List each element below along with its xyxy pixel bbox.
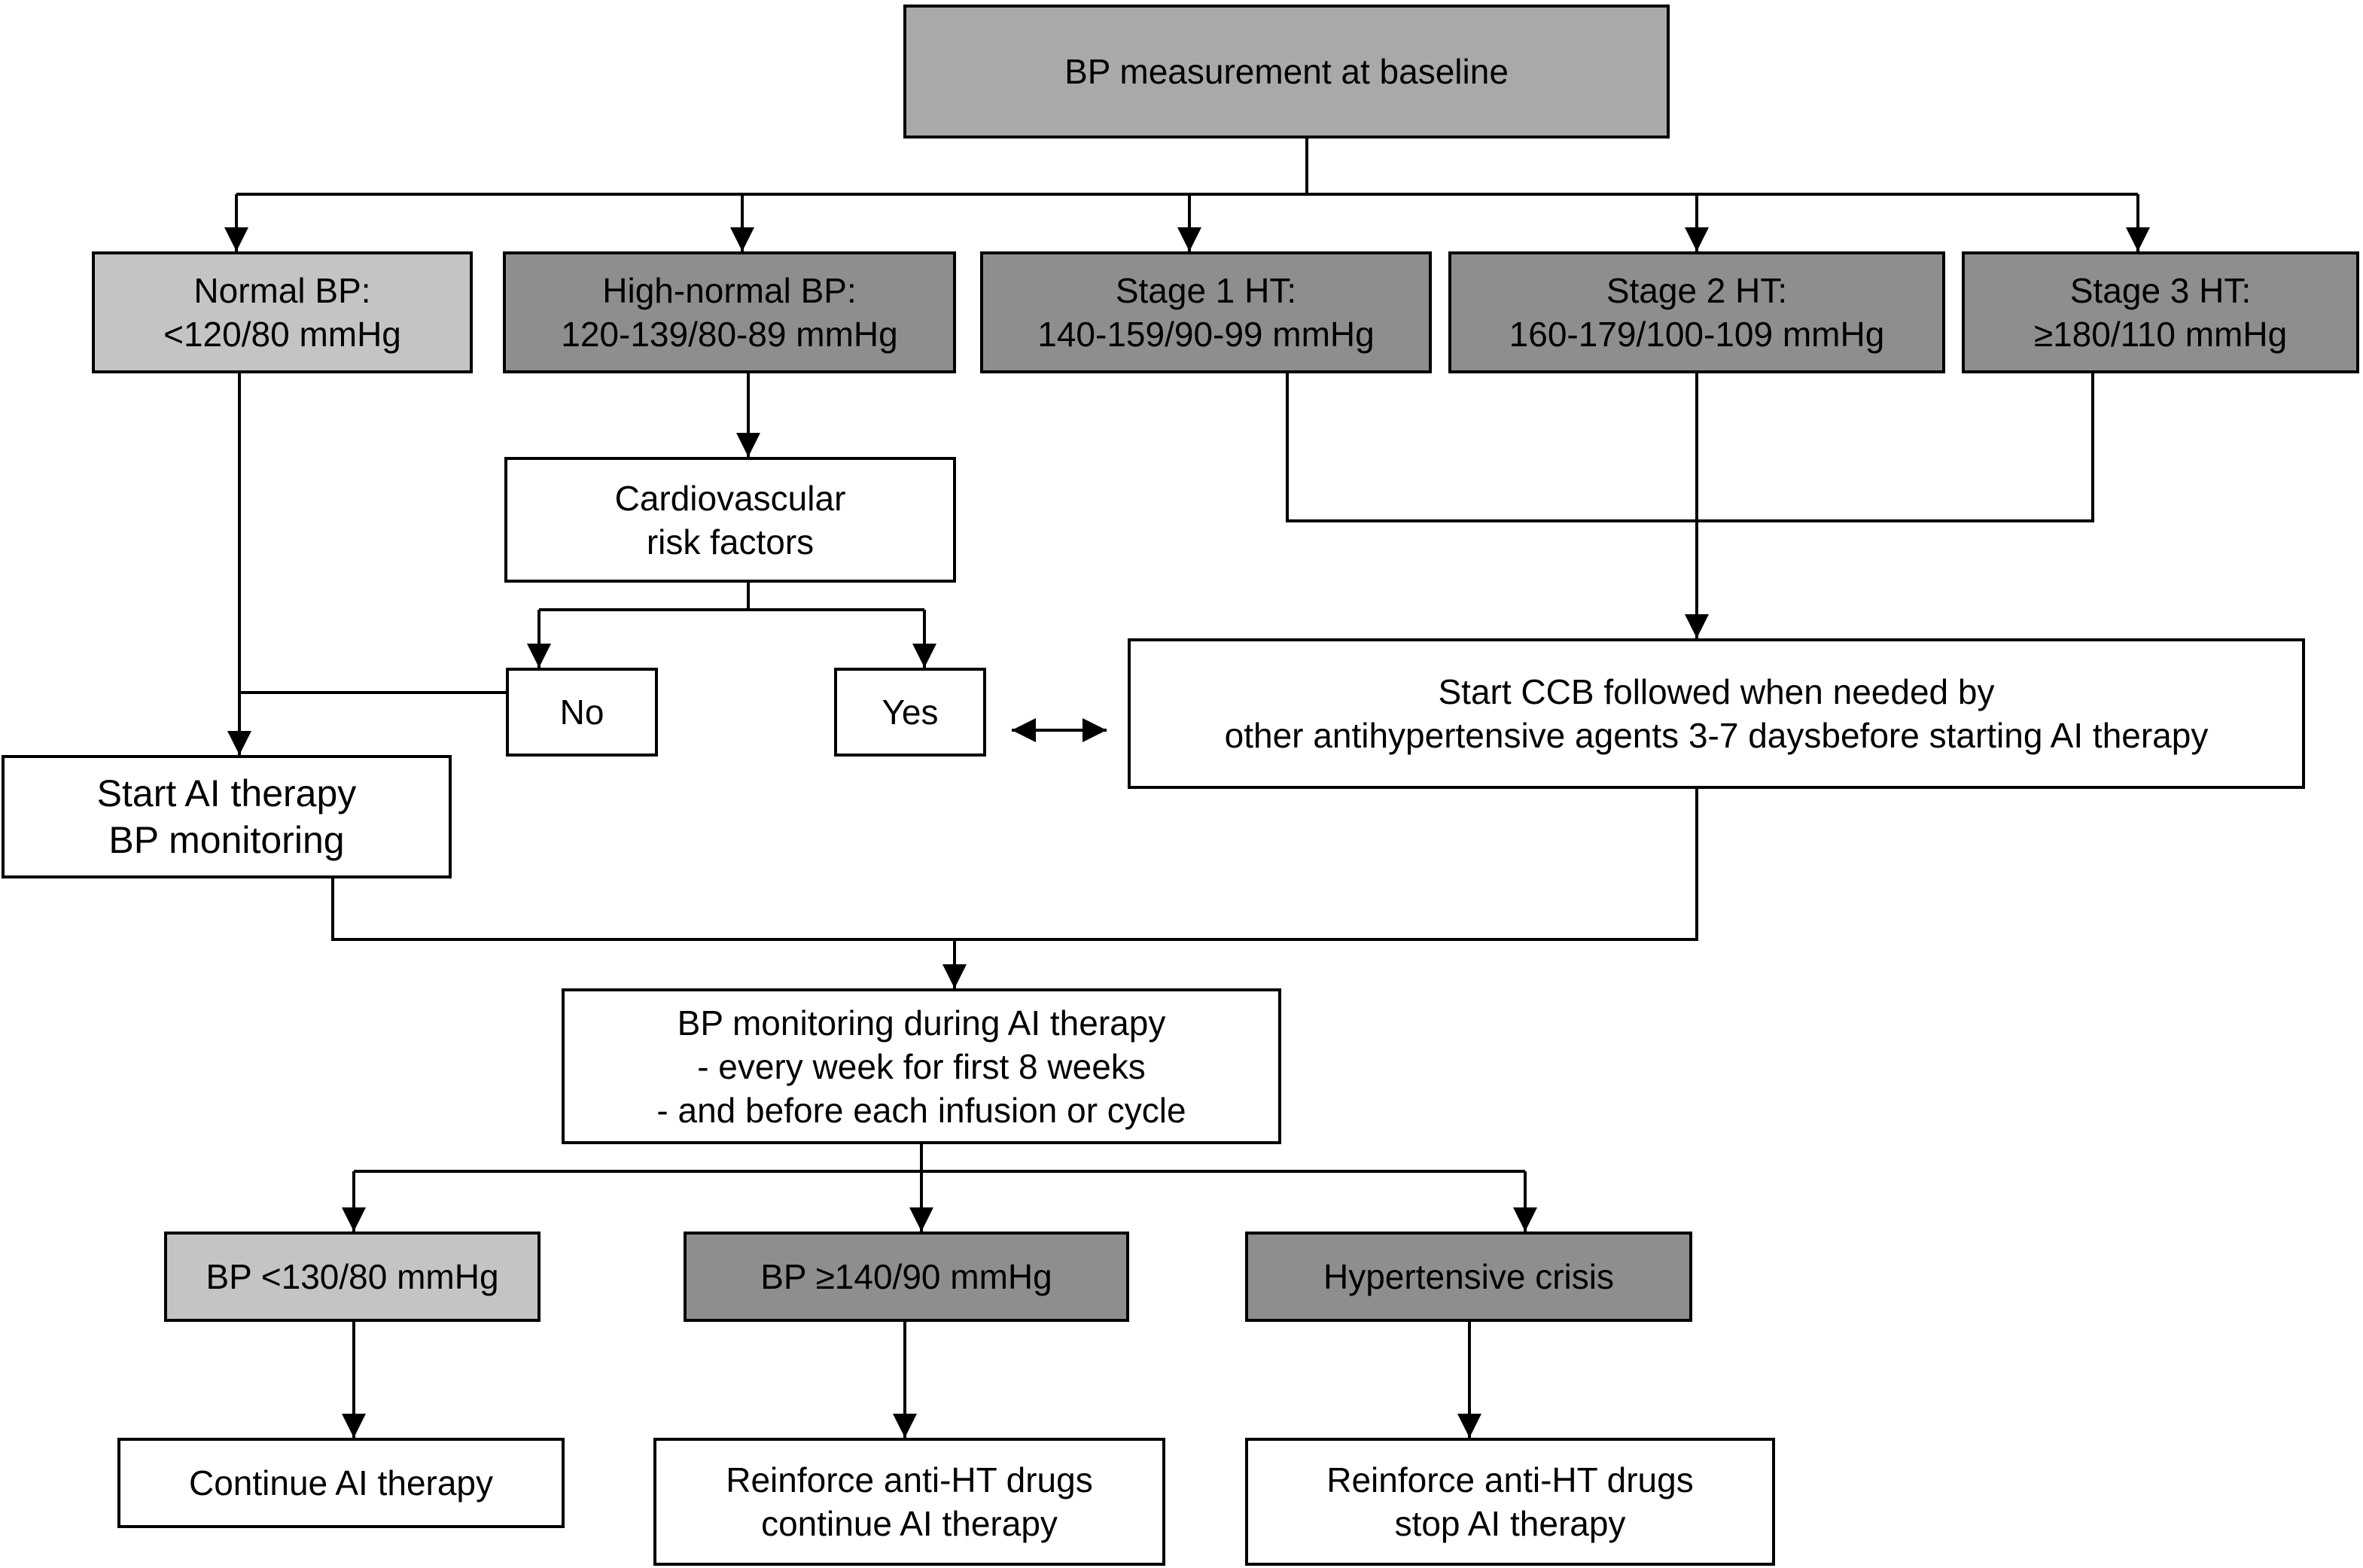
bp-above-target-box: BP ≥140/90 mmHg	[684, 1232, 1129, 1322]
bp-monitoring-box: BP monitoring during AI therapy - every …	[562, 988, 1281, 1144]
high-normal-bp-box: High-normal BP: 120-139/80-89 mmHg	[503, 251, 956, 373]
stage1-ht-box: Stage 1 HT: 140-159/90-99 mmHg	[980, 251, 1432, 373]
box-text-line: 120-139/80-89 mmHg	[561, 315, 898, 354]
box-text-line: No	[559, 693, 604, 732]
start-ccb-box: Start CCB followed when needed by other …	[1128, 638, 2305, 789]
box-text-line: Stage 1 HT:	[1115, 271, 1297, 310]
continue-ai-therapy-box: Continue AI therapy	[117, 1438, 565, 1528]
stage3-ht-box: Stage 3 HT: ≥180/110 mmHg	[1962, 251, 2359, 373]
box-text-line: BP ≥140/90 mmHg	[760, 1257, 1052, 1296]
box-text-line: BP measurement at baseline	[1064, 52, 1509, 91]
baseline-measurement-box: BP measurement at baseline	[903, 5, 1670, 139]
box-text-line: Start AI therapy	[96, 772, 357, 814]
box-text-line: Continue AI therapy	[188, 1463, 494, 1503]
box-text-line: Reinforce anti-HT drugs	[726, 1460, 1093, 1499]
box-text-line: Hypertensive crisis	[1323, 1257, 1614, 1296]
box-text-line: Reinforce anti-HT drugs	[1326, 1460, 1694, 1499]
box-text-line: Yes	[882, 693, 939, 732]
bp-below-target-box: BP <130/80 mmHg	[164, 1232, 541, 1322]
box-text-line: Cardiovascular	[614, 478, 846, 518]
box-text-line: Stage 3 HT:	[2069, 271, 2252, 310]
hypertensive-crisis-box: Hypertensive crisis	[1245, 1232, 1692, 1322]
yes-box: Yes	[834, 668, 986, 757]
start-ai-join-line	[331, 787, 1698, 941]
box-text-line: BP monitoring	[108, 819, 345, 861]
cardiovascular-risk-box: Cardiovascular risk factors	[504, 457, 956, 583]
box-text-line: BP <130/80 mmHg	[206, 1257, 499, 1296]
box-text-line: other antihypertensive agents 3-7 daysbe…	[1224, 716, 2209, 755]
normal-bp-box: Normal BP: <120/80 mmHg	[92, 251, 473, 373]
box-text-line: stop AI therapy	[1394, 1504, 1626, 1543]
box-text-line: <120/80 mmHg	[163, 315, 401, 354]
stage2-ht-box: Stage 2 HT: 160-179/100-109 mmHg	[1448, 251, 1945, 373]
box-text-line: 160-179/100-109 mmHg	[1509, 315, 1885, 354]
box-text-line: High-normal BP:	[602, 271, 857, 310]
box-text-line: continue AI therapy	[761, 1504, 1058, 1543]
box-text-line: Normal BP:	[193, 271, 371, 310]
start-ai-therapy-box: Start AI therapy BP monitoring	[2, 755, 452, 878]
box-text-line: risk factors	[646, 522, 815, 562]
box-text-line: BP monitoring during AI therapy	[677, 1003, 1166, 1043]
box-text-line: ≥180/110 mmHg	[2033, 315, 2288, 354]
reinforce-continue-box: Reinforce anti-HT drugs continue AI ther…	[653, 1438, 1165, 1566]
box-text-line: 140-159/90-99 mmHg	[1037, 315, 1375, 354]
stages-join-line	[1286, 373, 2094, 522]
box-text-line: Start CCB followed when needed by	[1438, 672, 1995, 711]
no-box: No	[506, 668, 658, 757]
box-text-line: - every week for first 8 weeks	[697, 1046, 1146, 1086]
box-text-line: - and before each infusion or cycle	[656, 1090, 1186, 1130]
box-text-line: Stage 2 HT:	[1606, 271, 1788, 310]
reinforce-stop-box: Reinforce anti-HT drugs stop AI therapy	[1245, 1438, 1775, 1566]
